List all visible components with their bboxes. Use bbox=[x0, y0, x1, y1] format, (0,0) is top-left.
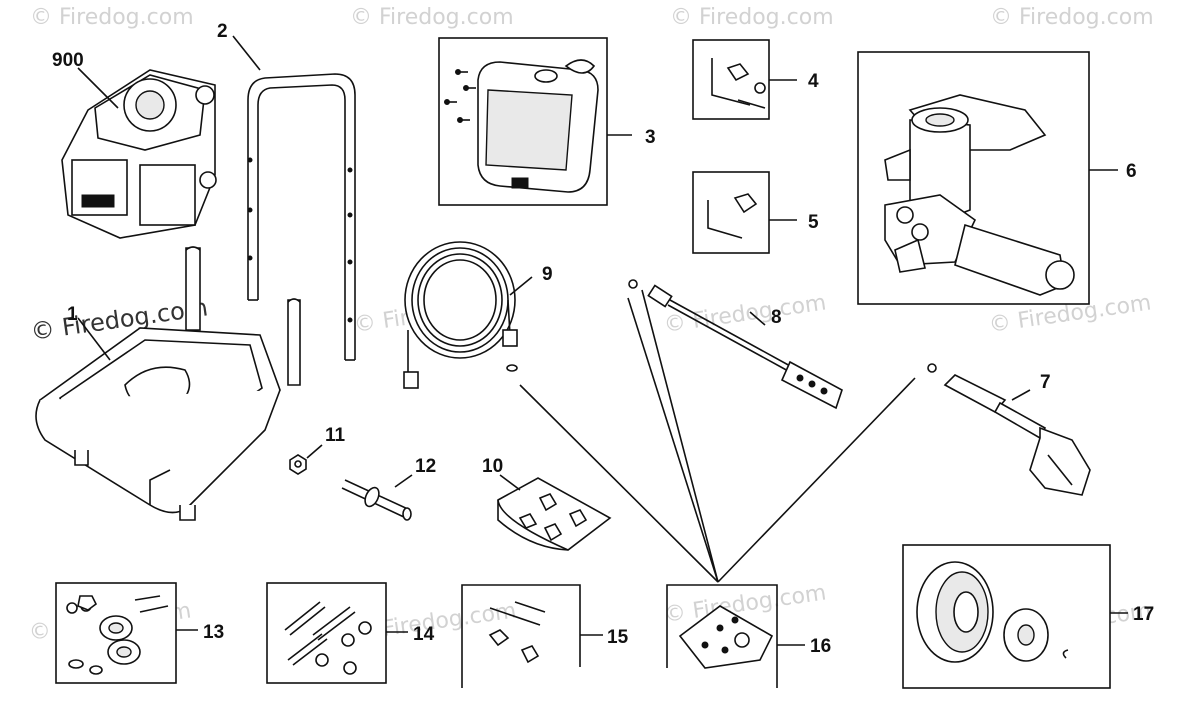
hose-part[interactable] bbox=[403, 241, 518, 389]
watermark-top-2: © Firedog.com bbox=[350, 5, 514, 30]
callout-4: 4 bbox=[808, 71, 819, 92]
callout-2: 2 bbox=[217, 21, 228, 42]
bolt-kit-part-14[interactable] bbox=[284, 601, 372, 675]
wheel-part-17[interactable] bbox=[916, 561, 1069, 663]
callout-8: 8 bbox=[771, 307, 782, 328]
bolt-kit-part-5[interactable] bbox=[707, 193, 758, 239]
fitting-bag-part-10[interactable] bbox=[497, 477, 612, 551]
callout-3: 3 bbox=[645, 127, 656, 148]
fuel-tank-part[interactable] bbox=[444, 59, 599, 193]
fitting-kit-part-16[interactable] bbox=[678, 605, 774, 669]
callout-6: 6 bbox=[1126, 161, 1137, 182]
wheel-hardware-part-13[interactable] bbox=[66, 595, 169, 675]
callout-11: 11 bbox=[325, 425, 346, 446]
watermark-mid-2: © Firedog.com bbox=[662, 290, 828, 338]
watermark-top-3: © Firedog.com bbox=[670, 5, 834, 30]
part-5-box bbox=[692, 171, 770, 254]
wand-part[interactable] bbox=[628, 279, 843, 410]
callout-12: 12 bbox=[415, 456, 436, 477]
callout-10: 10 bbox=[482, 456, 503, 477]
part-16-box bbox=[666, 584, 778, 688]
part-15-box bbox=[461, 584, 581, 688]
callout-9: 9 bbox=[542, 264, 553, 285]
frame-part[interactable] bbox=[35, 246, 301, 521]
callout-17: 17 bbox=[1133, 604, 1154, 625]
callout-900: 900 bbox=[52, 50, 84, 71]
engine-part[interactable] bbox=[61, 69, 217, 239]
callout-5: 5 bbox=[808, 212, 819, 233]
spray-gun-part[interactable] bbox=[927, 363, 1091, 496]
bolt-kit-part-4[interactable] bbox=[711, 58, 766, 109]
nut-part-11[interactable] bbox=[289, 454, 307, 475]
watermark-top-4: © Firedog.com bbox=[990, 5, 1154, 30]
bolt-kit-part-15[interactable] bbox=[488, 601, 546, 664]
callout-16: 16 bbox=[810, 636, 831, 657]
callout-14: 14 bbox=[413, 624, 435, 645]
callout-15: 15 bbox=[607, 627, 629, 648]
callout-1: 1 bbox=[67, 304, 78, 325]
axle-part-12[interactable] bbox=[341, 479, 412, 521]
watermark-top-1: © Firedog.com bbox=[30, 5, 194, 30]
handle-part[interactable] bbox=[247, 73, 356, 361]
callout-13: 13 bbox=[203, 622, 224, 643]
callout-7: 7 bbox=[1040, 372, 1051, 393]
pump-part[interactable] bbox=[884, 94, 1075, 296]
part-4-box bbox=[692, 39, 770, 120]
